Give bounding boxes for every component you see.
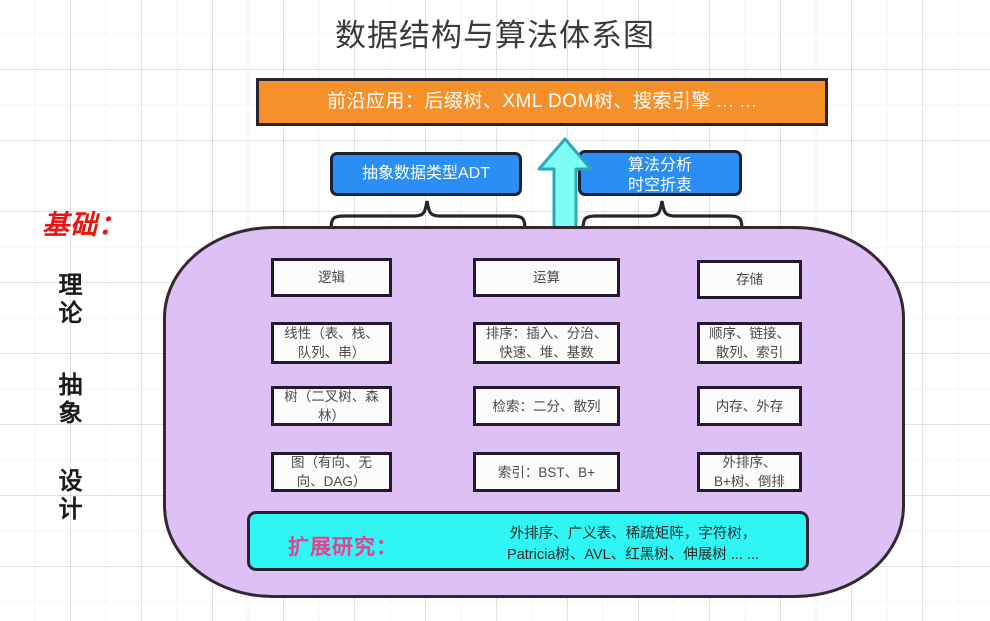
brace-left-icon xyxy=(329,200,527,232)
cell-storage-methods: 顺序、链接、 散列、索引 xyxy=(697,322,802,364)
cell-operation-index: 索引：BST、B+ xyxy=(473,452,620,492)
cell-logic-tree: 树（二叉树、森 林） xyxy=(271,386,392,426)
algorithm-analysis-box: 算法分析 时空折衷 xyxy=(578,150,742,196)
extended-research-line1: 外排序、广义表、稀疏矩阵，字符树， xyxy=(509,526,757,542)
cell-text: 快速、堆、基数 xyxy=(499,345,594,360)
basis-label: 基础： xyxy=(42,210,126,240)
cell-storage-external: 外排序、 B+树、倒排 xyxy=(697,452,802,492)
cell-text: 逻辑 xyxy=(318,270,345,285)
cell-logic-header: 逻辑 xyxy=(271,258,392,297)
extended-research-box: 扩展研究： 外排序、广义表、稀疏矩阵，字符树， Patricia树、AVL、红黑… xyxy=(247,511,809,571)
rail-word-abstract: 抽象 xyxy=(54,372,81,428)
cell-operation-search: 检索：二分、散列 xyxy=(473,386,620,426)
cell-text: 线性（表、栈、 xyxy=(284,326,379,341)
cell-text: 图（有向、无 xyxy=(291,455,372,470)
cell-logic-linear: 线性（表、栈、 队列、串） xyxy=(271,322,392,364)
cell-text: 索引：BST、B+ xyxy=(497,464,596,480)
cell-operation-header: 运算 xyxy=(473,258,620,297)
cell-text: 检索：二分、散列 xyxy=(492,398,601,414)
extended-research-text: 外排序、广义表、稀疏矩阵，字符树， Patricia树、AVL、红黑树、伸展树 … xyxy=(468,524,798,566)
cell-text: 林） xyxy=(318,408,345,423)
rail-word-design: 设计 xyxy=(54,468,81,524)
cell-storage-memory: 内存、外存 xyxy=(697,386,802,426)
cell-text: 内存、外存 xyxy=(715,398,784,414)
cell-text: 运算 xyxy=(533,270,560,285)
brace-right-icon xyxy=(581,200,744,232)
adt-box-label: 抽象数据类型ADT xyxy=(361,165,490,182)
cell-text: 树（二叉树、森 xyxy=(284,389,379,404)
rail-word-theory: 理论 xyxy=(54,272,81,328)
cell-text: 散列、索引 xyxy=(715,345,784,360)
cell-operation-sorting: 排序：插入、分治、 快速、堆、基数 xyxy=(473,322,620,364)
cell-text: 排序：插入、分治、 xyxy=(485,326,608,341)
algorithm-analysis-line2: 时空折衷 xyxy=(627,177,692,194)
frontier-applications-banner: 前沿应用：后缀树、XML DOM树、搜索引擎 ... ... xyxy=(256,78,828,126)
extended-research-label: 扩展研究： xyxy=(288,536,398,559)
page-title: 数据结构与算法体系图 xyxy=(335,18,655,53)
cell-text: 外排序、 xyxy=(722,455,777,470)
cell-text: 顺序、链接、 xyxy=(709,326,790,341)
cell-text: 向、DAG） xyxy=(296,474,367,489)
extended-research-line2: Patricia树、AVL、红黑树、伸展树 ... ... xyxy=(507,547,759,563)
cell-logic-graph: 图（有向、无 向、DAG） xyxy=(271,452,392,492)
cell-text: 存储 xyxy=(736,272,763,287)
adt-box: 抽象数据类型ADT xyxy=(330,152,522,196)
cell-storage-header: 存储 xyxy=(697,260,802,299)
algorithm-analysis-line1: 算法分析 xyxy=(627,157,692,174)
cell-text: 队列、串） xyxy=(297,345,366,360)
cell-text: B+树、倒排 xyxy=(714,474,785,489)
